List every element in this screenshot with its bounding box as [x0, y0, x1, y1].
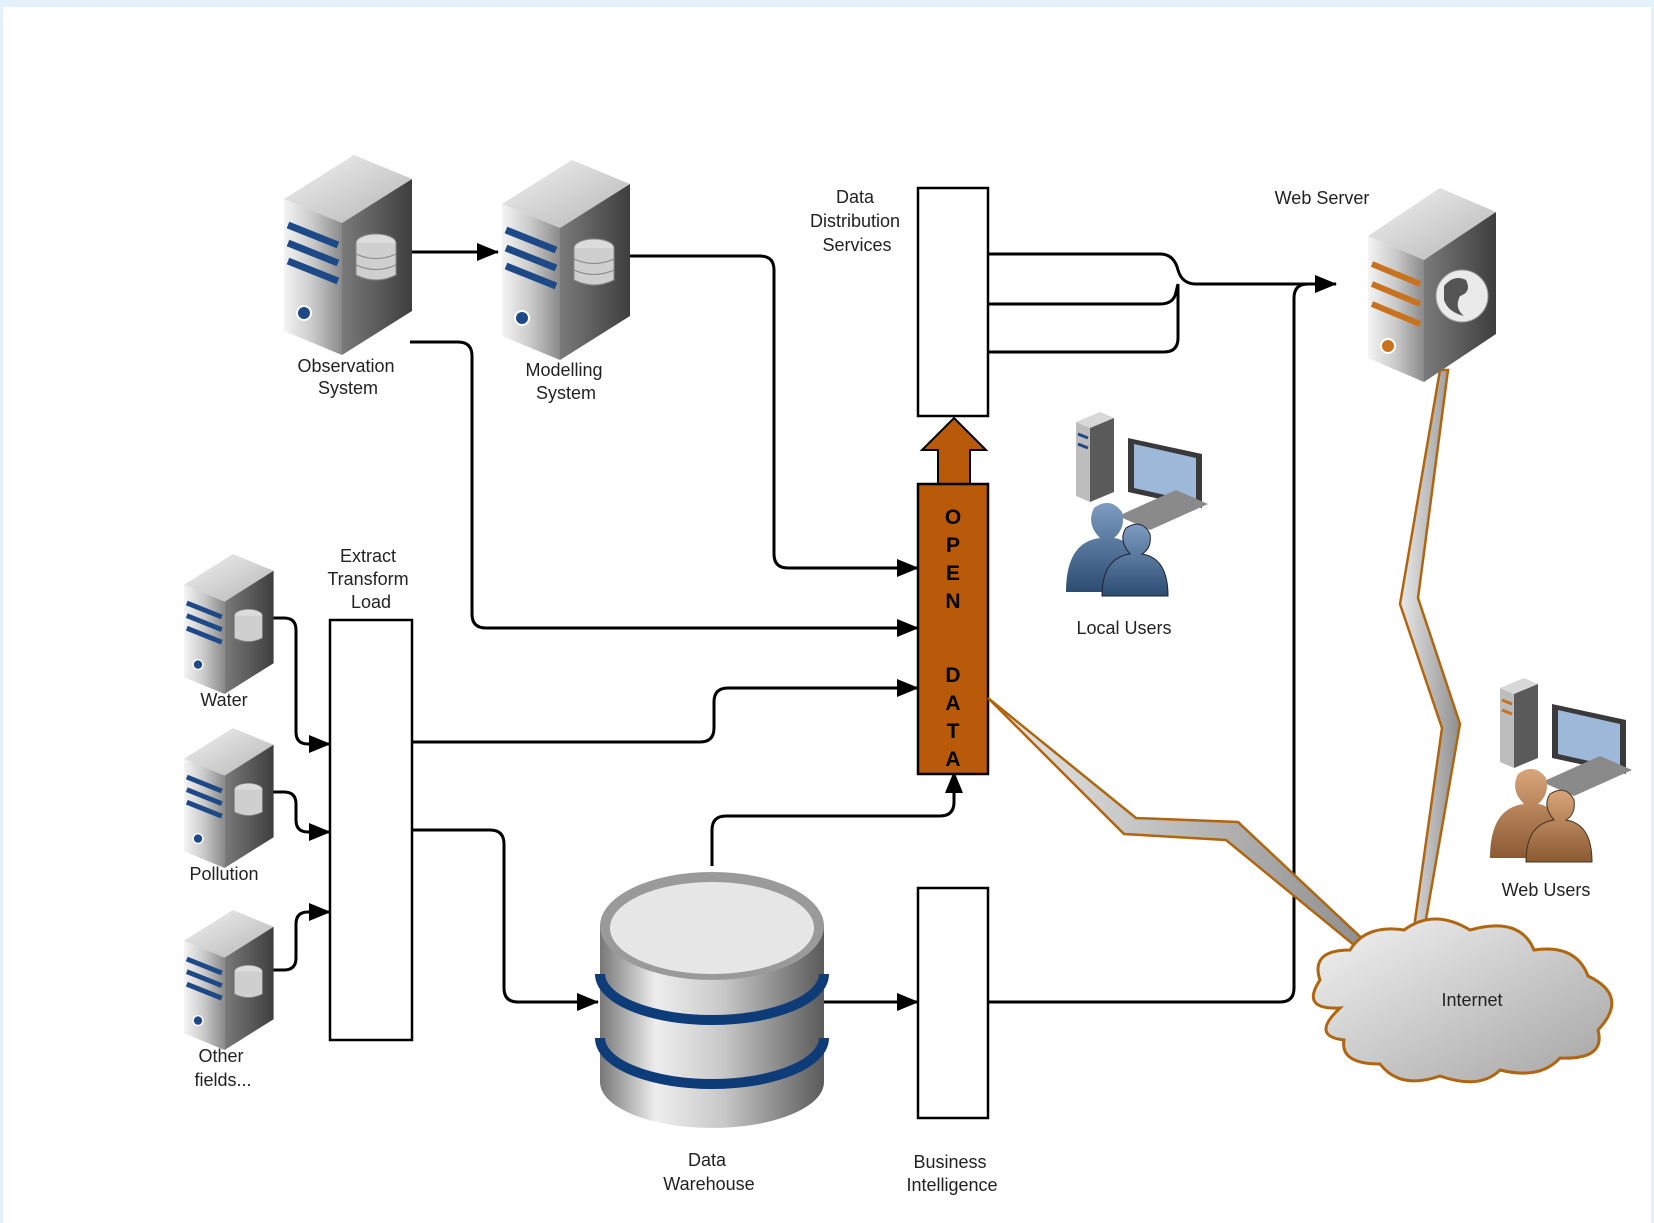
data-warehouse-label-line2: Warehouse [663, 1174, 754, 1194]
connector-modelling-to-opendata [628, 254, 919, 577]
connector-bi-to-webserver [988, 282, 1309, 1004]
data-distribution-services-box [916, 186, 990, 418]
pollution-label: Pollution [189, 864, 258, 884]
observation-system-server-icon [284, 155, 412, 355]
etl-label-line3: Load [351, 592, 391, 612]
open-data-up-arrow [919, 416, 989, 485]
open-data-letters: O P E N D A T A [945, 506, 961, 771]
dds-label-line2: Distribution [810, 211, 900, 231]
business-intelligence-label-line1: Business [913, 1152, 986, 1172]
connector-other-to-etl [268, 903, 331, 972]
connector-dds-to-webserver-2 [988, 283, 1180, 306]
internet-cloud-icon [1311, 917, 1614, 1084]
connectors [268, 243, 1337, 1011]
water-server-icon [184, 554, 274, 694]
internet-link-bolt-opendata [987, 697, 1373, 952]
open-data-bar [916, 482, 990, 776]
window-left-edge [0, 0, 3, 1223]
local-users-workstation-icon [1066, 412, 1208, 597]
local-users-label: Local Users [1076, 618, 1171, 638]
window-top-edge [0, 0, 1654, 7]
web-users-workstation-icon [1490, 678, 1632, 863]
modelling-system-label-line2: System [536, 383, 596, 403]
other-fields-server-icon [184, 910, 274, 1050]
dds-label-line3: Services [822, 235, 891, 255]
etl-label-line1: Extract [340, 546, 396, 566]
water-label: Water [200, 690, 247, 710]
connector-dds-to-webserver-1 [988, 252, 1337, 293]
connector-etl-to-warehouse [412, 828, 599, 1011]
pollution-server-icon [184, 728, 274, 868]
etl-label-line2: Transform [327, 569, 408, 589]
labels: Observation System Modelling System Data… [189, 187, 1590, 1195]
extract-transform-load-box [328, 618, 414, 1042]
dds-label-line1: Data [836, 187, 875, 207]
open-data-letter: A [945, 692, 960, 715]
modelling-system-server-icon [502, 160, 630, 360]
open-data-letter: P [946, 534, 960, 557]
connector-warehouse-to-opendata [710, 771, 963, 866]
open-data-letter: E [946, 562, 960, 585]
open-data-letter: A [945, 748, 960, 771]
connector-water-to-etl [268, 616, 331, 753]
open-data-letter: T [947, 720, 960, 743]
connector-pollution-to-etl [268, 790, 331, 841]
open-data-letter: D [945, 664, 960, 687]
internet-link-bolt-webserver [1398, 368, 1462, 944]
business-intelligence-box [916, 886, 990, 1120]
modelling-system-label-line1: Modelling [525, 360, 602, 380]
connector-dds-to-webserver-3 [988, 284, 1180, 354]
data-warehouse-cylinder-icon [595, 872, 829, 1128]
window-right-edge [1651, 0, 1654, 1223]
other-fields-label-line1: Other [198, 1046, 243, 1066]
observation-system-label-line2: System [318, 378, 378, 398]
internet-label: Internet [1441, 990, 1502, 1010]
web-users-label: Web Users [1502, 880, 1591, 900]
web-server-globe-icon [1368, 188, 1496, 382]
other-fields-label-line2: fields... [194, 1070, 251, 1090]
business-intelligence-label-line2: Intelligence [906, 1175, 997, 1195]
connector-etl-to-opendata [412, 679, 919, 744]
observation-system-label-line1: Observation [297, 356, 394, 376]
connector-observation-to-opendata [410, 340, 919, 637]
open-data-letter: O [945, 506, 961, 529]
web-server-label: Web Server [1275, 188, 1370, 208]
data-warehouse-label-line1: Data [688, 1150, 727, 1170]
open-data-letter: N [945, 590, 960, 613]
